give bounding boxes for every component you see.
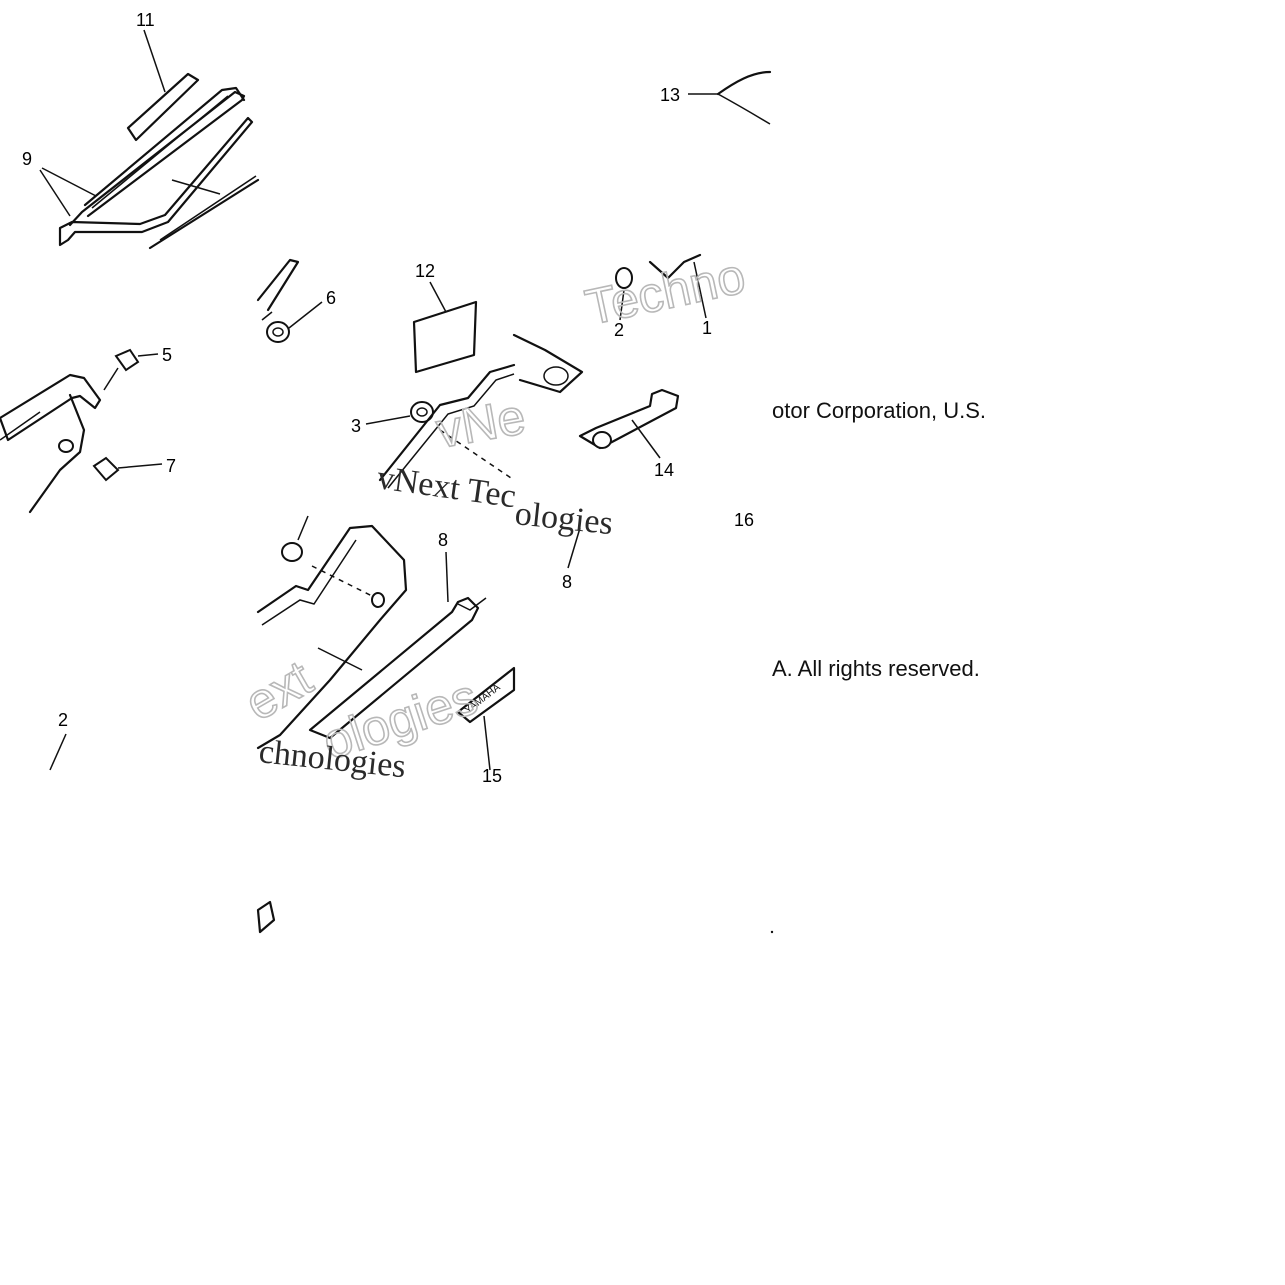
damper-7 [92,456,120,482]
leader-5 [137,353,159,357]
callout-8b: 8 [562,572,572,592]
leader-8b [567,527,581,569]
leader-9a [41,167,97,197]
cover-plate-12 [412,300,478,374]
leader-14 [631,419,661,459]
leader-2b [49,733,67,771]
side-cover-upper [378,363,516,489]
dot-mark [770,930,774,934]
decal-strip-11 [126,72,200,142]
mount-bracket [512,333,584,394]
callout-11: 11 [136,10,155,30]
missing-tile-masks [258,0,772,257]
leader-6 [288,301,323,329]
leader-5b [103,367,119,391]
rail-assembly-top-left [58,86,260,250]
callout-2b: 2 [58,710,68,730]
rubber-strap-14 [578,388,680,450]
grommet-5 [114,348,140,372]
callout-2a: 2 [614,320,624,340]
callout-15: 15 [482,766,502,786]
copyright-line-2: A. All rights reserved. [772,656,980,681]
watermark-vnext-tec: vNext Tec [375,459,518,515]
leader-15 [483,715,491,771]
callout-12: 12 [415,261,435,281]
watermark-vne: vNe [432,388,529,459]
copyright-line-1: otor Corporation, U.S. [772,398,986,423]
collar-lower [281,542,303,562]
leader-12 [429,281,447,313]
callout-1: 1 [702,318,712,338]
callout-7: 7 [166,456,176,476]
leader-1 [693,261,707,319]
callout-3: 3 [351,416,361,436]
collar-6 [266,321,290,343]
leader-8a [445,551,449,603]
leader-9b [39,169,71,217]
callout-16: 16 [734,510,754,530]
callout-9: 9 [22,149,32,169]
leader-11 [143,29,166,93]
wire-13 [716,70,772,125]
callout-5: 5 [162,345,172,365]
frame-bracket [0,373,102,514]
leader-2a [619,289,625,321]
watermark-techno: Techno [581,247,750,335]
decal-fragment-bottom [256,900,276,934]
wire-1 [648,253,702,280]
leader-3 [365,415,411,425]
stay-arm [256,258,300,321]
callout-8a: 8 [438,530,448,550]
callout-13: 13 [660,85,680,105]
callout-14: 14 [654,460,674,480]
grommet-2 [615,267,633,289]
watermark-ext: ext [236,650,322,732]
trim-strip-8 [308,596,487,740]
watermark-ologies-1: ologies [513,495,615,542]
leader-collar-lower [297,515,309,541]
side-cover-lower [256,524,408,750]
leader-7 [117,463,163,469]
callout-6: 6 [326,288,336,308]
